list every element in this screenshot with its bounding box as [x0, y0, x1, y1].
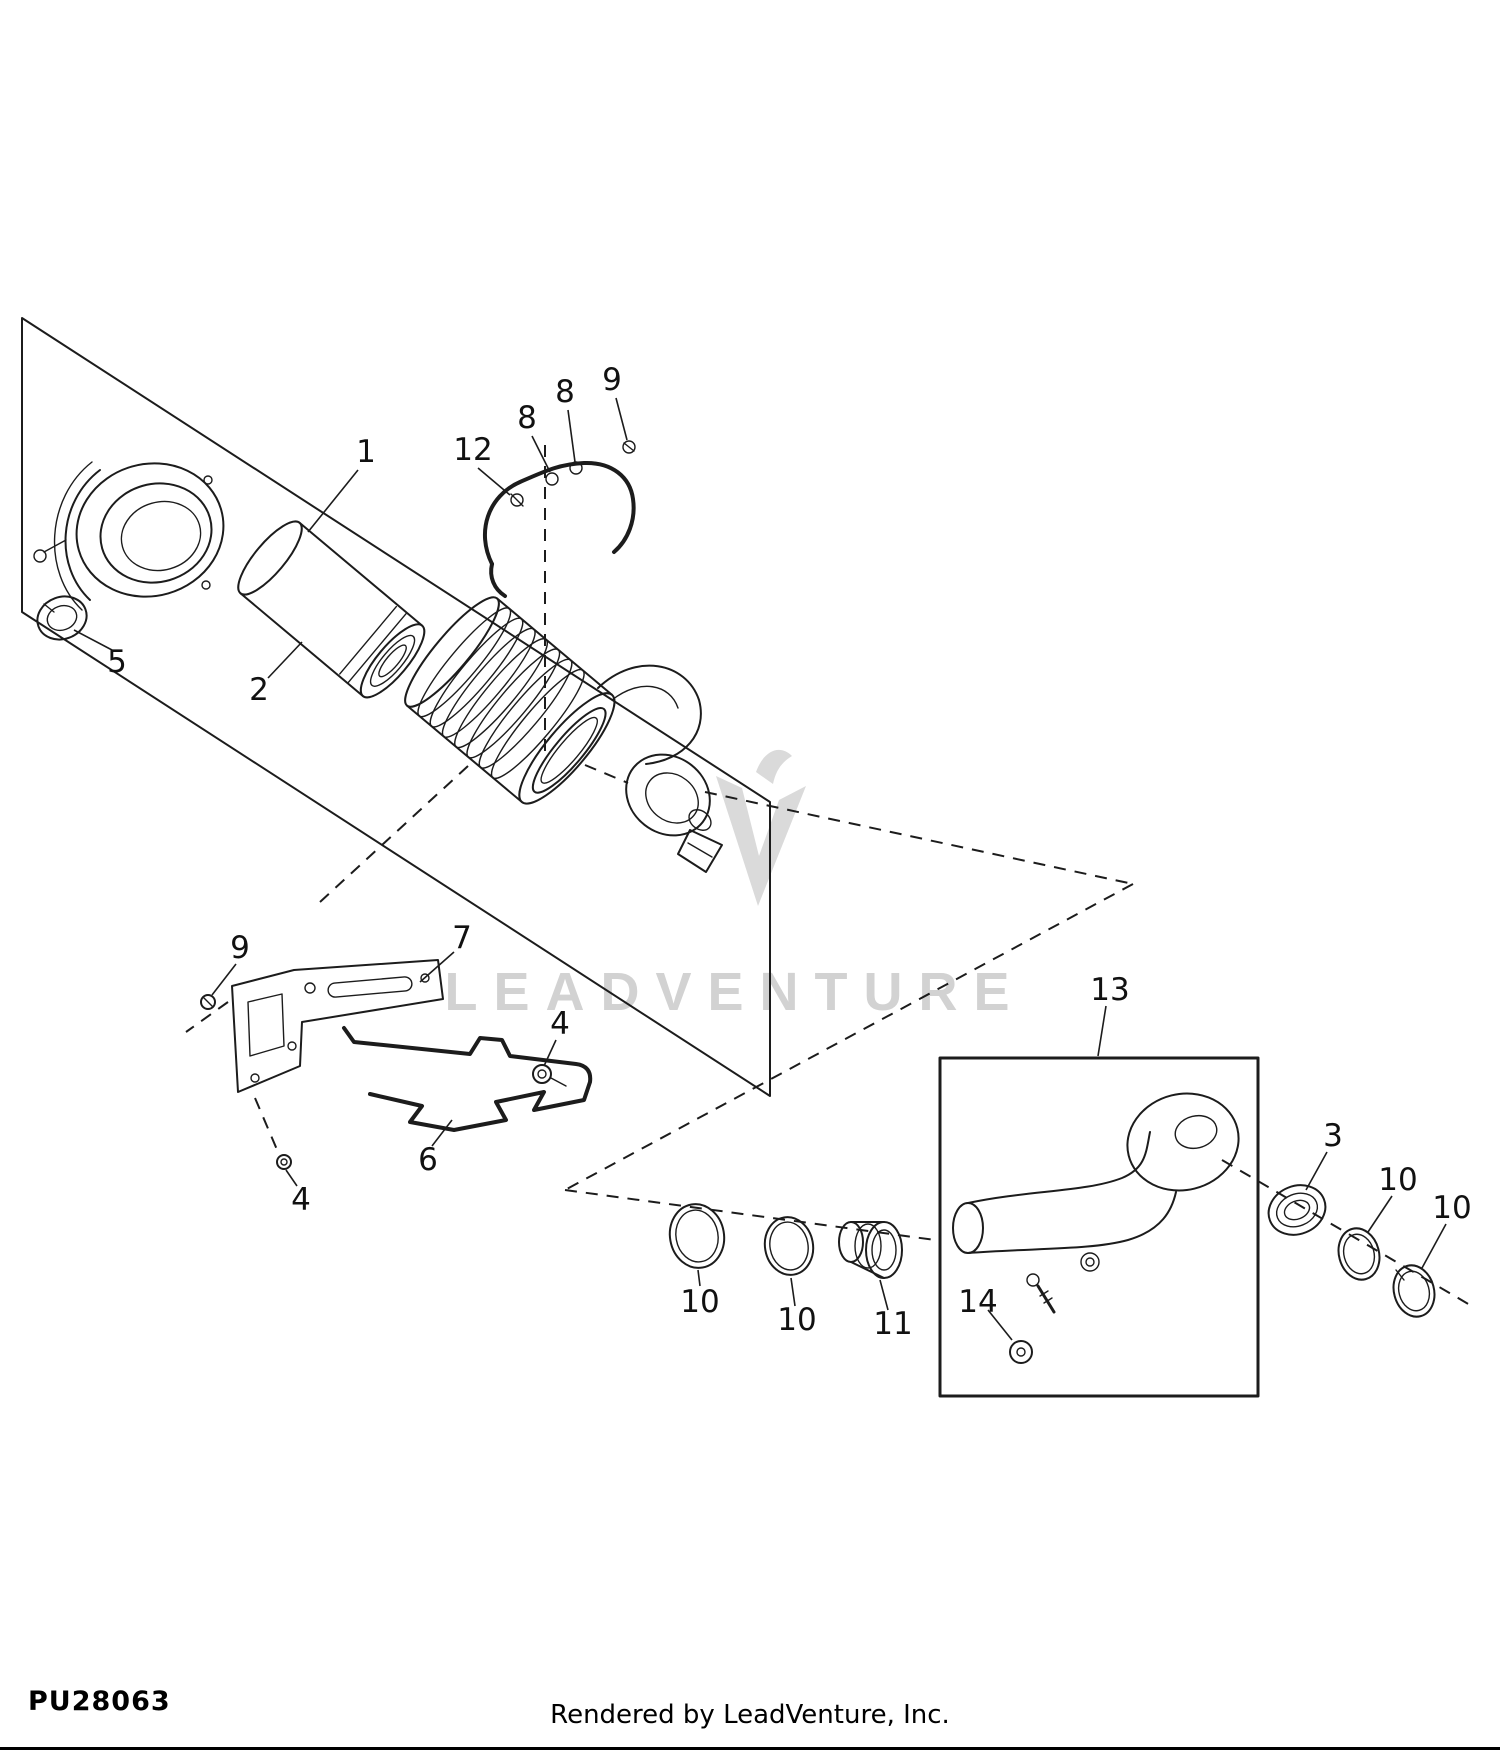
- callout-10-right-b: 10: [1432, 1190, 1471, 1226]
- watermark-logo-icon: [716, 776, 806, 906]
- callout-10-right-a: 10: [1378, 1162, 1417, 1198]
- mounting-bracket: [231, 959, 444, 1093]
- clamp-ring-10-left-b: [763, 1216, 815, 1276]
- perspective-plane-outline: [21, 317, 771, 1097]
- intake-elbow: [952, 1092, 1240, 1272]
- callout-12: 12: [453, 432, 492, 468]
- clamp-ring-10-left-a: [668, 1203, 726, 1269]
- stud-and-washer-part14: [1009, 1273, 1056, 1364]
- air-cleaner-cover: [33, 461, 225, 611]
- screw-part9-top: [622, 440, 636, 454]
- callout-7: 7: [452, 920, 472, 956]
- callout-14: 14: [958, 1284, 997, 1320]
- callout-8-a: 8: [517, 400, 537, 436]
- assembly-axis-dashed-lines: [185, 445, 1471, 1306]
- callout-leader-lines: [73, 397, 1447, 1341]
- clamp-ring-part5: [36, 595, 88, 641]
- wire-form-rod: [342, 1026, 593, 1132]
- callout-labels: 1 12 8 8 9 5 2 9 7 4 6 4 13 3 10 10 10 1…: [107, 362, 1472, 1342]
- callout-3: 3: [1323, 1118, 1343, 1154]
- screw-part9-bottom: [200, 994, 216, 1010]
- callout-8-b: 8: [555, 374, 575, 410]
- adapter-part11: [838, 1221, 903, 1279]
- callout-5: 5: [107, 644, 127, 680]
- air-cleaner-housing: [404, 596, 702, 805]
- bolt-part12: [510, 493, 524, 507]
- footer-credit: Rendered by LeadVenture, Inc.: [550, 1700, 950, 1730]
- callout-9-b: 9: [230, 930, 250, 966]
- callout-9-a: 9: [602, 362, 622, 398]
- grommet-part3: [1267, 1184, 1327, 1236]
- callout-10-left-b: 10: [777, 1302, 816, 1338]
- watermark-flame-icon: [756, 749, 792, 784]
- part-code-label: PU28063: [28, 1686, 171, 1717]
- callout-10-left-a: 10: [680, 1284, 719, 1320]
- callout-13: 13: [1090, 972, 1129, 1008]
- page-bottom-border: [0, 1747, 1500, 1750]
- callout-6: 6: [418, 1142, 438, 1178]
- clamp-ring-10-right-a: [1337, 1227, 1381, 1281]
- callout-4-a: 4: [550, 1006, 570, 1042]
- bolt-part8-a: [545, 472, 559, 486]
- callout-2: 2: [249, 672, 269, 708]
- bolt-part4-upper: [532, 1064, 567, 1087]
- callout-11: 11: [873, 1306, 912, 1342]
- detail-box-part13: [938, 1056, 1260, 1398]
- hold-down-wire-clamp: [482, 440, 636, 598]
- housing-outlet-scoop: [597, 664, 702, 765]
- bolt-part8-b: [569, 461, 583, 475]
- callout-1: 1: [356, 434, 376, 470]
- watermark-text: LEADVENTURE: [444, 962, 1025, 1022]
- callout-4-b: 4: [291, 1182, 311, 1218]
- clamp-ring-10-right-b: [1392, 1264, 1436, 1318]
- dust-unloader-valve: [625, 753, 723, 873]
- watermark: LEADVENTURE: [444, 749, 1025, 1022]
- filter-element: [237, 520, 426, 699]
- bolt-part4-lower: [276, 1154, 292, 1170]
